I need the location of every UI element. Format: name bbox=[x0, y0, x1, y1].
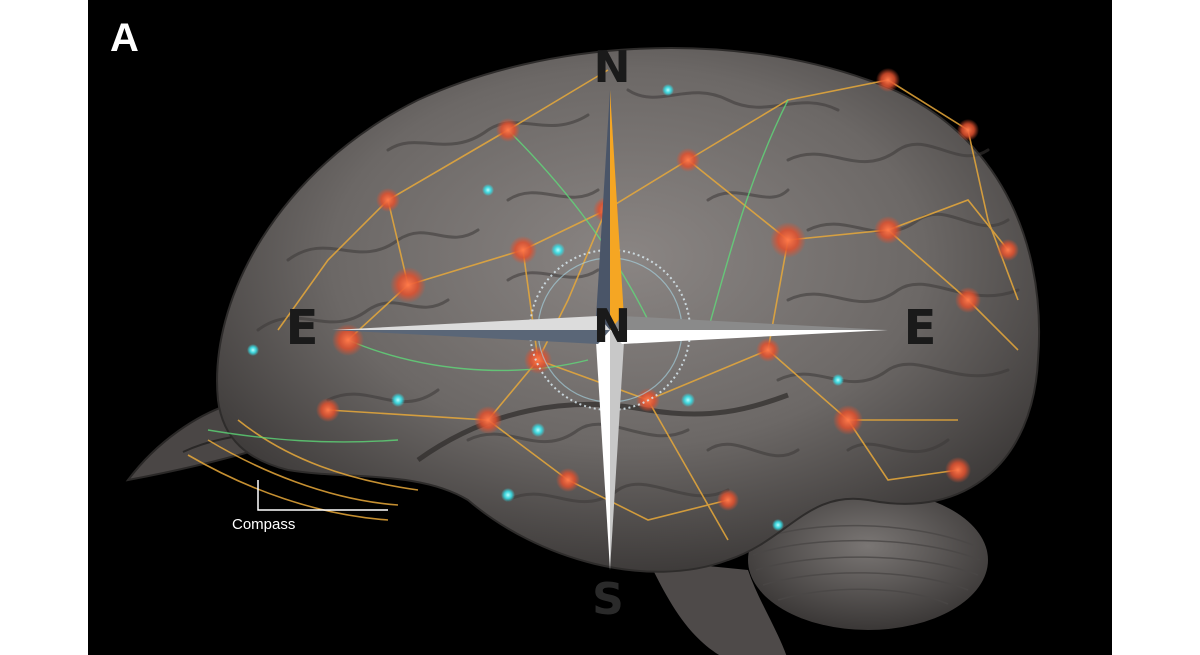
brainstem-shape bbox=[648, 560, 787, 655]
compass-west-label: E bbox=[285, 300, 319, 356]
compass-east-label: E bbox=[903, 300, 937, 356]
callout-line bbox=[257, 480, 388, 511]
compass-center-label: N bbox=[592, 299, 632, 353]
cerebellum-shape bbox=[748, 490, 988, 630]
compass-south-label: S bbox=[592, 574, 624, 625]
panel-label: A bbox=[110, 16, 139, 60]
compass-north-label: N bbox=[593, 42, 631, 93]
compass-callout-label: Compass bbox=[232, 516, 296, 533]
compass-rose bbox=[332, 90, 888, 570]
brain-illustration bbox=[125, 47, 1040, 655]
figure-panel: A N N E E S Compass bbox=[88, 0, 1112, 655]
